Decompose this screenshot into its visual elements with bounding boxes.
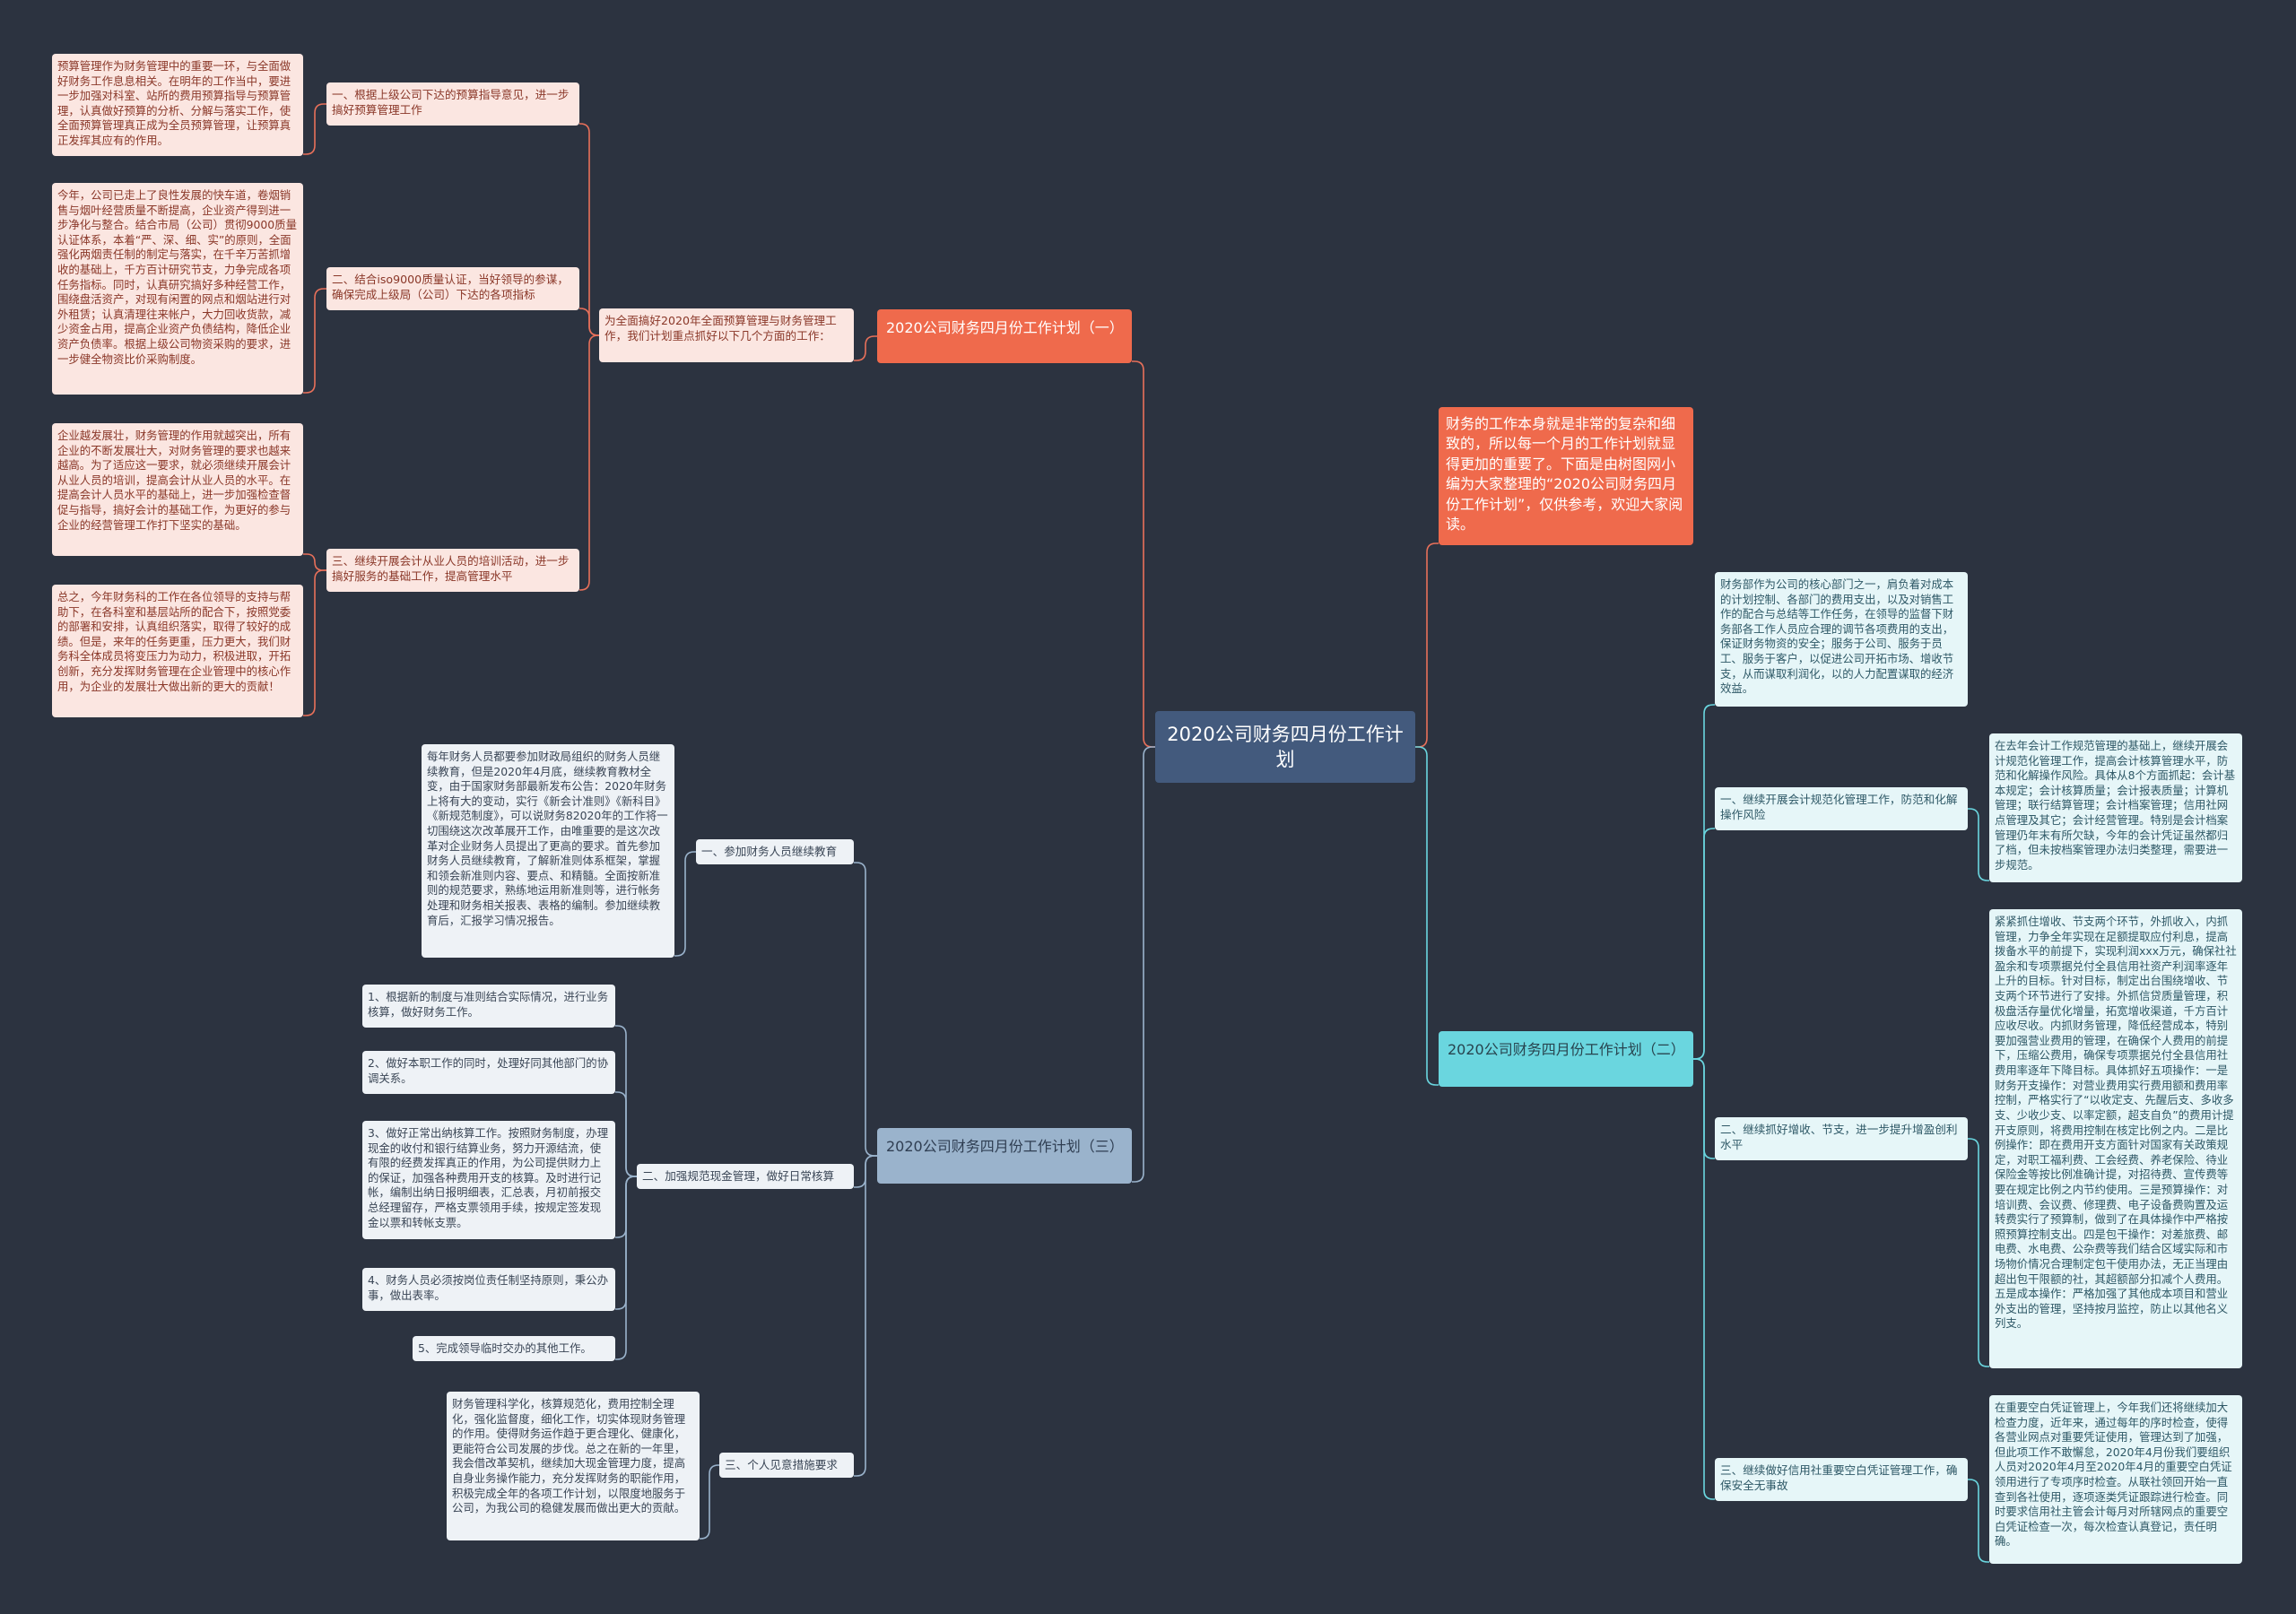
branch-3-item-2-detail-5[interactable]: 5、完成领导临时交办的其他工作。 xyxy=(413,1336,615,1361)
branch-1-item-2[interactable]: 二、结合iso9000质量认证，当好领导的参谋，确保完成上级局（公司）下达的各项… xyxy=(326,267,579,310)
connector-branch-1-subtopic-to-branch-1-item-1 xyxy=(579,123,599,336)
connector-branch-3-item-2-to-branch-3-item-2-detail-5 xyxy=(615,1176,637,1360)
branch-3-item-2-detail-4[interactable]: 4、财务人员必须按岗位责任制坚持原则，秉公办事，做出表率。 xyxy=(362,1268,615,1311)
connector-root-node-to-branch-3-node xyxy=(1132,746,1155,1183)
intro-node[interactable]: 财务的工作本身就是非常的复杂和细致的，所以每一个月的工作计划就显得更加的重要了。… xyxy=(1439,407,1693,545)
connector-branch-2-item-2-to-branch-2-item-2-detail xyxy=(1968,1138,1989,1367)
connector-branch-1-item-3-to-branch-1-item-3-detail-2 xyxy=(303,569,326,716)
connector-branch-2-node-to-branch-2-item-3 xyxy=(1693,1058,1715,1500)
connector-branch-1-item-1-to-branch-1-item-1-detail xyxy=(303,103,326,155)
branch-1-item-2-detail[interactable]: 今年，公司已走上了良性发展的快车道，卷烟销售与烟叶经营质量不断提高，企业资产得到… xyxy=(52,183,303,395)
branch-2-item-1-detail[interactable]: 在去年会计工作规范管理的基础上，继续开展会计规范化管理工作，提高会计核算管理水平… xyxy=(1989,733,2242,882)
branch-2-item-3-detail[interactable]: 在重要空白凭证管理上，今年我们还将继续加大检查力度，近年来，通过每年的序时检查，… xyxy=(1989,1395,2242,1564)
branch-1-item-1-detail[interactable]: 预算管理作为财务管理中的重要一环，与全面做好财务工作息息相关。在明年的工作当中，… xyxy=(52,54,303,156)
connector-branch-2-node-to-branch-2-item-1 xyxy=(1693,828,1715,1060)
connector-branch-3-item-1-to-branch-3-item-1-detail xyxy=(674,851,696,957)
branch-2-item-2[interactable]: 二、继续抓好增收、节支，进一步提升增盈创利水平 xyxy=(1715,1117,1968,1160)
branch-1-subtopic[interactable]: 为全面搞好2020年全面预算管理与财务管理工作，我们计划重点抓好以下几个方面的工… xyxy=(599,308,854,362)
connector-branch-3-item-2-to-branch-3-item-2-detail-2 xyxy=(615,1091,637,1177)
branch-3-item-3[interactable]: 三、个人见意措施要求 xyxy=(719,1453,854,1478)
connector-branch-2-item-1-to-branch-2-item-1-detail xyxy=(1968,808,1989,881)
connector-branch-3-item-3-to-branch-3-item-3-detail xyxy=(700,1464,719,1540)
branch-1-item-3[interactable]: 三、继续开展会计从业人员的培训活动，进一步搞好服务的基础工作，提高管理水平 xyxy=(326,549,579,592)
branch-3-item-2-detail-1[interactable]: 1、根据新的制度与准则结合实际情况，进行业务核算，做好财务工作。 xyxy=(362,985,615,1028)
branch-2-item-1[interactable]: 一、继续开展会计规范化管理工作，防范和化解操作风险 xyxy=(1715,787,1968,830)
connector-branch-3-node-to-branch-3-item-1 xyxy=(854,862,877,1157)
connector-root-node-to-branch-1-node xyxy=(1132,360,1155,748)
branch-3-item-2-detail-3[interactable]: 3、做好正常出纳核算工作。按照财务制度，办理现金的收付和银行结算业务，努力开源结… xyxy=(362,1121,615,1239)
connector-branch-3-node-to-branch-3-item-3 xyxy=(854,1155,877,1477)
branch-2-item-2-detail[interactable]: 紧紧抓住增收、节支两个环节，外抓收入，内抓管理，力争全年实现在足额提取应付利息，… xyxy=(1989,909,2242,1368)
connector-branch-1-subtopic-to-branch-1-item-3 xyxy=(579,334,599,591)
connector-root-node-to-intro-node xyxy=(1415,542,1439,748)
branch-2-item-3[interactable]: 三、继续做好信用社重要空白凭证管理工作，确保安全无事故 xyxy=(1715,1458,1968,1501)
connector-branch-2-item-3-to-branch-2-item-3-detail xyxy=(1968,1479,1989,1563)
connector-branch-1-node-to-branch-1-subtopic xyxy=(854,335,877,361)
branch-3-item-2-detail-2[interactable]: 2、做好本职工作的同时，处理好同其他部门的协调关系。 xyxy=(362,1051,615,1094)
branch-3-item-3-detail[interactable]: 财务管理科学化，核算规范化，费用控制全理化，强化监督度，细化工作，切实体现财务管… xyxy=(447,1392,700,1540)
connector-branch-1-item-3-to-branch-1-item-3-detail-1 xyxy=(303,553,326,571)
branch-3-item-1-detail[interactable]: 每年财务人员都要参加财政局组织的财务人员继续教育，但是2020年4月底，继续教育… xyxy=(422,744,674,958)
connector-branch-1-subtopic-to-branch-1-item-2 xyxy=(579,308,599,336)
branch-2-item-0-detail[interactable]: 财务部作为公司的核心部门之一，肩负着对成本的计划控制、各部门的费用支出，以及对销… xyxy=(1715,572,1968,707)
branch-1-item-3-detail-2[interactable]: 总之，今年财务科的工作在各位领导的支持与帮助下，在各科室和基层站所的配合下，按照… xyxy=(52,585,303,717)
branch-3-node[interactable]: 2020公司财务四月份工作计划（三） xyxy=(877,1128,1132,1184)
branch-2-node[interactable]: 2020公司财务四月份工作计划（二） xyxy=(1439,1031,1693,1087)
connector-branch-1-item-2-to-branch-1-item-2-detail xyxy=(303,288,326,394)
branch-3-item-2[interactable]: 二、加强规范现金管理，做好日常核算 xyxy=(637,1164,854,1189)
root-node[interactable]: 2020公司财务四月份工作计划 xyxy=(1155,711,1415,783)
branch-1-item-3-detail-1[interactable]: 企业越发展壮，财务管理的作用就越突出，所有企业的不断发展壮大，对财务管理的要求也… xyxy=(52,423,303,556)
branch-1-item-1[interactable]: 一、根据上级公司下达的预算指导意见，进一步搞好预算管理工作 xyxy=(326,82,579,126)
connector-root-node-to-branch-2-node xyxy=(1415,746,1439,1086)
branch-1-node[interactable]: 2020公司财务四月份工作计划（一） xyxy=(877,309,1132,363)
branch-3-item-1[interactable]: 一、参加财务人员继续教育 xyxy=(696,839,854,864)
